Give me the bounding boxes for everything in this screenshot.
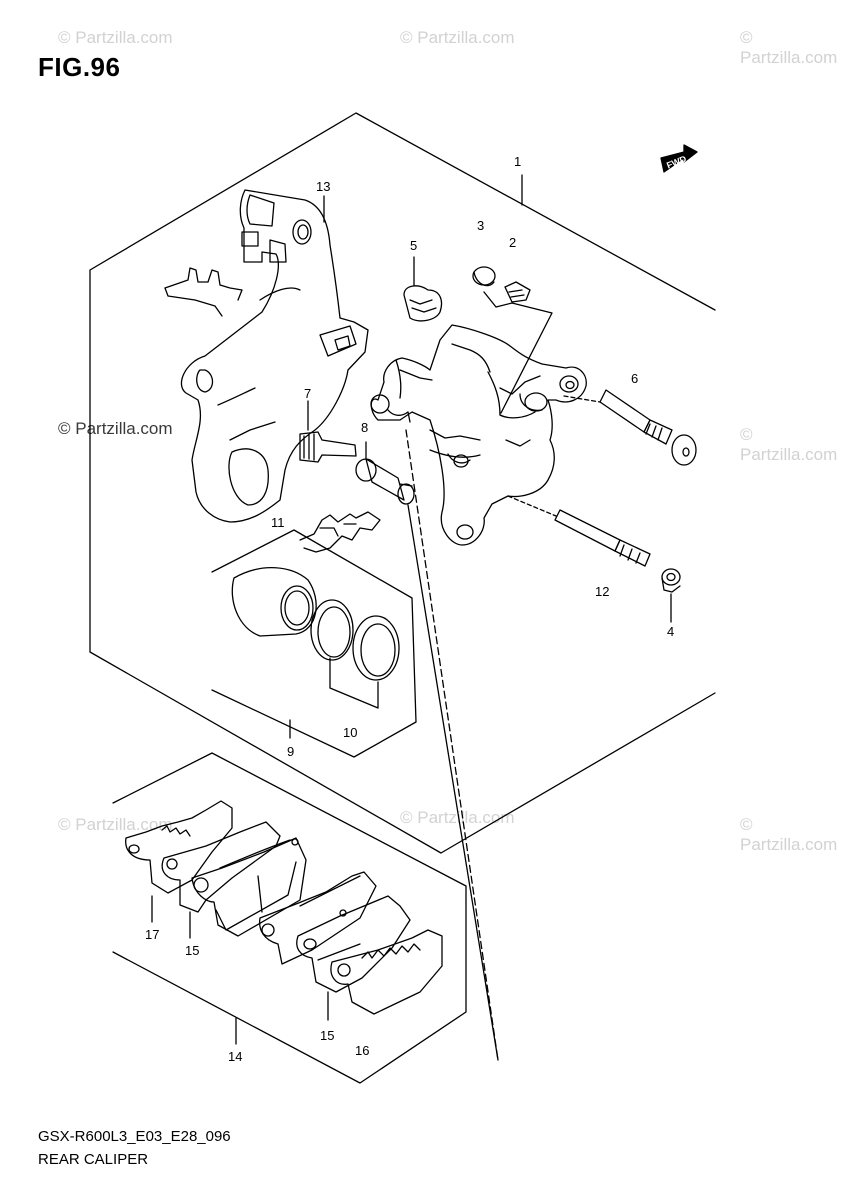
forward-arrow-icon [660,144,698,173]
callout-12: 12 [595,584,609,599]
retainer-clip-drawing [164,267,243,317]
callout-9: 9 [287,744,294,759]
watermark: © Partzilla.com [740,28,838,67]
caliper-bracket-drawing [180,189,369,523]
callout-1: 1 [514,154,521,169]
figure-title: FIG.96 [38,52,121,82]
boot-drawing [403,285,443,322]
callout-labels: 1 2 3 4 5 6 7 8 9 10 11 12 13 14 15 15 1… [145,153,688,1064]
pad-shim-15b-drawing [296,895,411,993]
callout-16: 16 [355,1043,369,1058]
pad-pin-drawing [299,431,357,463]
assembly-box-outline [89,112,716,854]
callout-8: 8 [361,420,368,435]
pad-spring-drawing [299,511,381,553]
callout-14: 14 [228,1049,242,1064]
callout-11: 11 [271,515,285,530]
callout-7: 7 [304,386,311,401]
leader-seals-10 [329,657,379,709]
pad-shim-15a-drawing [161,821,281,913]
piston-kit-box-outline [211,529,417,758]
callout-3: 3 [477,218,484,233]
watermark: © Partzilla.com [58,419,173,438]
callout-6: 6 [631,371,638,386]
watermark: © Partzilla.com [400,808,515,827]
callout-5: 5 [410,238,417,253]
brake-pad-lower-drawing [258,871,377,965]
bleeder-cap-drawing [472,266,496,287]
watermark: © Partzilla.com [400,28,515,47]
caliper-body-drawing [370,324,587,546]
watermark: © Partzilla.com [58,28,173,47]
callout-13: 13 [316,179,330,194]
leader-slide-pin-12 [507,495,557,517]
sleeve-pin-drawing [355,458,415,505]
piston-seal-drawing [352,615,400,681]
callout-10: 10 [343,725,357,740]
diagram-name: REAR CALIPER [38,1151,149,1168]
leader-slide-pin-6 [563,395,601,403]
slide-pin-lower-drawing [554,509,651,567]
callout-2: 2 [509,235,516,250]
callout-15a: 15 [185,943,199,958]
bleeder-valve-drawing [504,281,531,303]
washer-drawing [661,568,681,593]
projection-line [407,504,499,1061]
callout-4: 4 [667,624,674,639]
callout-17: 17 [145,927,159,942]
projection-line [405,429,499,1061]
brake-pad-upper-drawing [191,837,307,937]
slide-pin-upper-drawing [599,389,697,466]
callout-15b: 15 [320,1028,334,1043]
leader-bleeder [483,291,553,414]
watermark: © Partzilla.com [58,815,173,834]
dust-seal-drawing [310,599,354,661]
watermark: © Partzilla.com [740,425,838,464]
piston-drawing [231,567,317,637]
pad-shim-17-drawing [125,800,233,894]
pad-set-box-outline [112,752,467,1084]
watermark: © Partzilla.com [740,815,838,854]
pad-shim-16-drawing [330,929,443,1015]
diagram-code: GSX-R600L3_E03_E28_096 [38,1128,231,1145]
